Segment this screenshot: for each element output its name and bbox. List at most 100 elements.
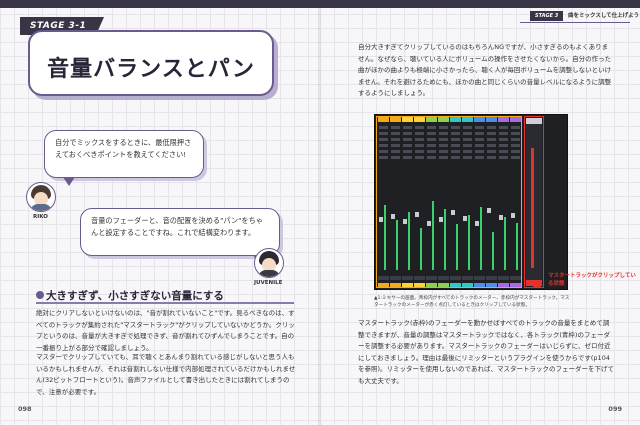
tracks-highlight-frame (376, 116, 522, 288)
insert-slot (403, 132, 412, 135)
insert-slot (487, 132, 496, 135)
insert-slot (511, 150, 520, 153)
insert-slot (415, 132, 424, 135)
insert-slot (451, 144, 460, 147)
channel-color-footer (450, 283, 461, 288)
channel-pan-label (426, 276, 437, 280)
insert-slot (499, 150, 508, 153)
running-header-text: 曲をミックスして仕上げよう (568, 13, 640, 19)
insert-slot (499, 156, 508, 159)
insert-slot (379, 126, 388, 129)
channel-fader (439, 217, 443, 222)
channel-color-header (462, 116, 473, 122)
insert-slot (379, 144, 388, 147)
mixer-channel-strip (510, 116, 521, 288)
master-clip-callout: マスタートラックがクリップしている状態 (548, 273, 636, 287)
right-paragraph-1: 自分大きすぎてクリップしているのはもちろんNGですが、小さすぎるのもよくありませ… (358, 43, 612, 97)
channel-pan-label (498, 276, 509, 280)
left-paragraph-2: マスターでクリップしていても、耳で聴くとあんまり割れている感じがしないと思う人も… (36, 353, 296, 396)
insert-slot (415, 144, 424, 147)
insert-slot (463, 132, 472, 135)
channel-color-header (378, 116, 389, 122)
channel-pan-label (462, 276, 473, 280)
channel-level-meter (468, 215, 470, 270)
insert-slot (379, 132, 388, 135)
channel-fader (463, 216, 467, 221)
channel-color-footer (402, 283, 413, 288)
section-bullet-icon (36, 291, 44, 299)
channel-fader (451, 210, 455, 215)
right-page-number: 099 (608, 405, 622, 413)
channel-pan-label (390, 276, 401, 280)
insert-slot (475, 150, 484, 153)
insert-slot (451, 132, 460, 135)
insert-slot (463, 150, 472, 153)
channel-pan-label (402, 276, 413, 280)
insert-slot (439, 138, 448, 141)
mixer-channel-strip (426, 116, 437, 288)
channel-fader (379, 217, 383, 222)
section-heading: 大きすぎず、小さすぎない音量にする (46, 290, 224, 302)
insert-slot (439, 126, 448, 129)
insert-slot (379, 150, 388, 153)
channel-pan-label (438, 276, 449, 280)
channel-pan-label (450, 276, 461, 280)
channel-color-header (498, 116, 509, 122)
insert-slot (451, 150, 460, 153)
channel-color-header (438, 116, 449, 122)
insert-slot (463, 126, 472, 129)
insert-slot (487, 144, 496, 147)
channel-color-footer (438, 283, 449, 288)
channel-pan-label (486, 276, 497, 280)
channel-level-meter (408, 212, 410, 270)
insert-slot (403, 156, 412, 159)
insert-slot (475, 156, 484, 159)
insert-slot (499, 126, 508, 129)
left-top-band (0, 0, 320, 8)
channel-fader (499, 215, 503, 220)
channel-color-footer (486, 283, 497, 288)
insert-slot (427, 144, 436, 147)
channel-pan-label (414, 276, 425, 280)
insert-slot (403, 126, 412, 129)
insert-slot (475, 138, 484, 141)
insert-slot (511, 138, 520, 141)
insert-slot (415, 126, 424, 129)
channel-level-meter (384, 205, 386, 270)
channel-level-meter (480, 207, 482, 270)
channel-color-footer (510, 283, 521, 288)
channel-level-meter (456, 224, 458, 270)
riko-name: RIKO (33, 214, 48, 220)
mixer-channel-strip (450, 116, 461, 288)
channel-color-header (486, 116, 497, 122)
channel-color-footer (414, 283, 425, 288)
insert-slot (487, 126, 496, 129)
channel-fader (487, 208, 491, 213)
channel-color-footer (498, 283, 509, 288)
channel-color-header (510, 116, 521, 122)
speech-bubble-juvenile: 音量のフェーダーと、音の配置を決める"パン"をちゃんと設定することですね。これで… (80, 208, 280, 264)
mixer-channel-strip (378, 116, 389, 288)
insert-slot (391, 138, 400, 141)
insert-slot (415, 150, 424, 153)
channel-fader (511, 213, 515, 218)
channel-level-meter (516, 223, 518, 270)
mixer-channel-strip (414, 116, 425, 288)
insert-slot (391, 126, 400, 129)
insert-slot (403, 144, 412, 147)
insert-slot (403, 138, 412, 141)
mixer-channel-strip (486, 116, 497, 288)
insert-slot (451, 126, 460, 129)
channel-color-header (426, 116, 437, 122)
channel-fader (391, 214, 395, 219)
master-meter (531, 148, 534, 268)
channel-fader (403, 219, 407, 224)
channel-color-footer (426, 283, 437, 288)
channel-color-header (474, 116, 485, 122)
channel-level-meter (444, 209, 446, 270)
insert-slot (427, 138, 436, 141)
insert-slot (475, 132, 484, 135)
left-paragraph-1: 絶対にクリアしないといけないのは、"音が割れていないこと"です。見るべきなのは、… (36, 309, 295, 352)
master-highlight-frame (524, 116, 544, 288)
